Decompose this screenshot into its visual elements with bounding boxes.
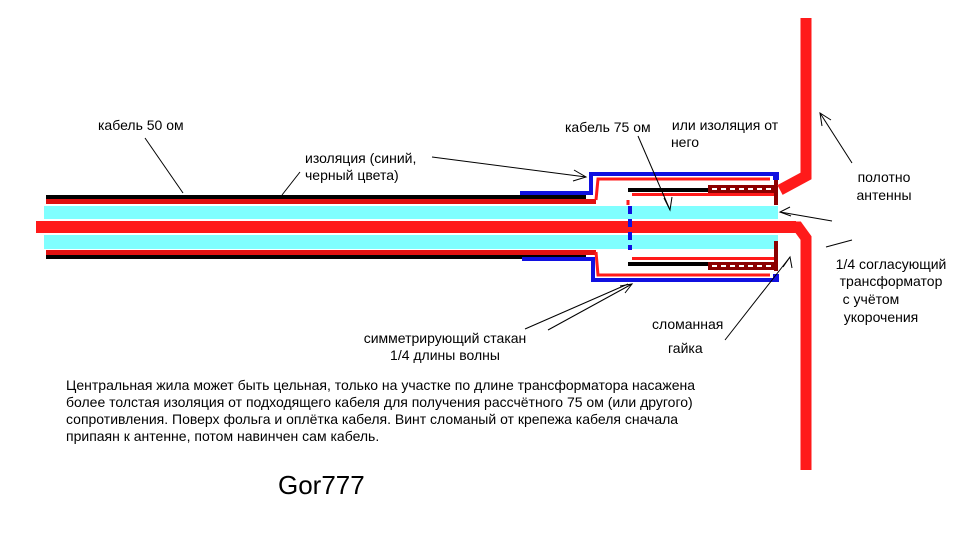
- label-or-insulation-2: него: [670, 134, 700, 150]
- label-transformer-3: с учётом: [842, 291, 900, 307]
- label-cable-50: кабель 50 ом: [98, 117, 184, 133]
- label-nut: гайка: [668, 340, 703, 356]
- label-transformer-2: трансформатор: [839, 273, 943, 289]
- label-insulation-2: черный цвета): [305, 167, 399, 183]
- pointer-arrows: [144, 111, 853, 341]
- label-sleeve-1: симметрирующий стакан: [363, 330, 527, 346]
- label-sleeve-2: 1/4 длины волны: [390, 347, 500, 363]
- author-signature: Gor777: [278, 470, 365, 500]
- label-broken: сломанная: [652, 316, 724, 332]
- label-or-insulation-1: или изоляция от: [671, 117, 779, 133]
- cable-50: [36, 195, 796, 259]
- sleeve-inner-red: [594, 177, 770, 277]
- label-antenna-1: полотно: [857, 169, 911, 185]
- antenna-element: [777, 18, 812, 470]
- label-cable-75: кабель 75 ом: [565, 119, 651, 135]
- label-antenna-2: антенны: [856, 187, 912, 203]
- label-insulation-1: изоляция (синий,: [305, 150, 417, 166]
- label-transformer-4: укорочения: [843, 309, 919, 325]
- label-transformer-1: 1/4 согласующий: [835, 256, 947, 272]
- cable-75-braid: [628, 180, 778, 271]
- description-note: Центральная жила может быть цельная, тол…: [66, 377, 696, 444]
